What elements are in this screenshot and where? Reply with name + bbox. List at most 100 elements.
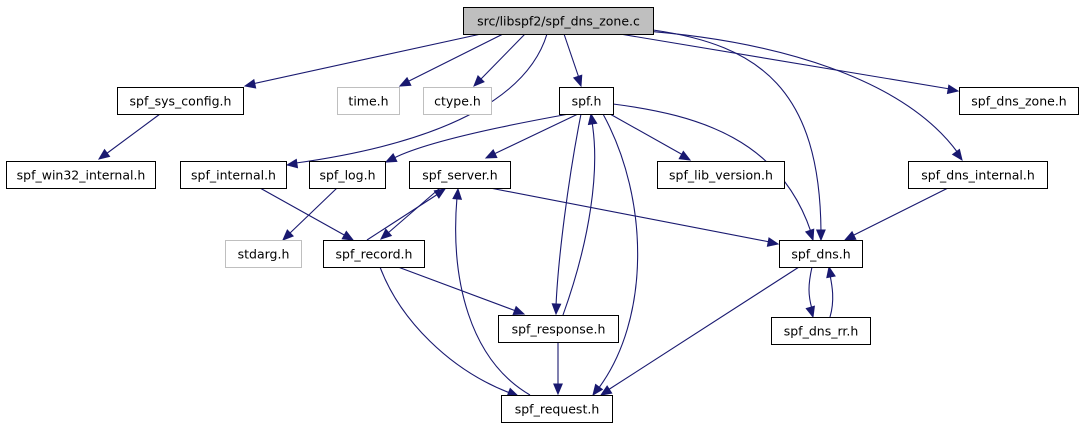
node-label: spf_server.h (422, 168, 497, 183)
node-box (323, 240, 425, 268)
edge-line (808, 266, 813, 310)
edge-dns_internal-to-dns (843, 187, 949, 241)
edge-line (609, 113, 684, 156)
edge-line (829, 274, 834, 318)
node-box (959, 87, 1079, 115)
edge-arrowhead (341, 230, 355, 241)
edge-record-to-server (366, 188, 447, 241)
edge-dns_rr-to-dns (826, 265, 836, 318)
edge-arrowhead (243, 78, 257, 89)
node-label: ctype.h (434, 94, 481, 109)
edge-arrowhead (285, 158, 299, 169)
node-response[interactable]: spf_response.h (498, 315, 619, 343)
node-dns-rr[interactable]: spf_dns_rr.h (771, 317, 871, 345)
node-dns-internal[interactable]: spf_dns_internal.h (908, 161, 1048, 189)
edge-line (652, 29, 822, 233)
edge-line (597, 113, 639, 390)
edge-arrowhead (826, 265, 836, 279)
edge-request-to-server (452, 187, 531, 396)
node-box (180, 161, 287, 189)
node-sys-config[interactable]: spf_sys_config.h (117, 87, 244, 115)
node-dns-zone-h[interactable]: spf_dns_zone.h (959, 87, 1079, 115)
edge-line (379, 266, 511, 394)
node-box (559, 87, 614, 115)
edge-arrowhead (951, 148, 963, 162)
edge-arrowhead (452, 187, 463, 200)
edge-line (619, 33, 951, 90)
node-box (337, 87, 400, 115)
edge-line (455, 196, 531, 396)
node-request[interactable]: spf_request.h (501, 395, 613, 423)
edge-arrowhead (587, 112, 598, 126)
node-box (225, 240, 302, 268)
edge-arrowhead (572, 74, 583, 88)
edge-line (493, 113, 579, 155)
node-label: time.h (348, 94, 388, 109)
edge-arrowhead (484, 149, 498, 159)
edge-line (251, 33, 482, 85)
edge-record-to-request (379, 266, 520, 397)
edge-arrowhead (553, 383, 563, 396)
node-label: spf_record.h (336, 247, 413, 262)
edge-response-to-request (553, 342, 563, 396)
node-label: spf_dns_rr.h (784, 324, 859, 339)
edge-root-to-spf (563, 33, 583, 88)
edge-line (607, 266, 800, 391)
node-label: spf.h (572, 94, 602, 109)
node-record[interactable]: spf_record.h (323, 240, 425, 268)
edge-arrowhead (946, 84, 960, 95)
node-stdarg: stdarg.h (225, 240, 302, 268)
node-label: spf_lib_version.h (669, 168, 773, 183)
node-box (501, 395, 613, 423)
node-label: spf_internal.h (191, 168, 276, 183)
node-dns[interactable]: spf_dns.h (779, 240, 863, 268)
node-label: src/libspf2/spf_dns_zone.c (477, 14, 640, 29)
node-box (463, 7, 654, 35)
node-time: time.h (337, 87, 400, 115)
edge-spf-to-log (384, 113, 570, 163)
node-box (409, 161, 511, 189)
node-server[interactable]: spf_server.h (409, 161, 511, 189)
edge-arrowhead (473, 75, 485, 87)
node-internal[interactable]: spf_internal.h (180, 161, 287, 189)
edge-line (397, 266, 517, 312)
edge-arrowhead (551, 303, 562, 316)
edge-arrowhead (433, 188, 447, 199)
edge-spf-to-lib_version (609, 113, 692, 161)
edge-root-to-time (398, 33, 504, 87)
edge-root-to-ctype (473, 33, 526, 87)
edge-server-to-dns (489, 187, 780, 247)
edge-line (851, 187, 949, 237)
node-log[interactable]: spf_log.h (309, 161, 386, 189)
node-box (657, 161, 785, 189)
node-label: spf_win32_internal.h (17, 168, 146, 183)
edge-line (393, 113, 570, 159)
node-root[interactable]: src/libspf2/spf_dns_zone.c (463, 7, 654, 35)
edge-root-to-dns (652, 29, 826, 242)
edge-arrowhead (380, 228, 393, 240)
node-spf[interactable]: spf.h (559, 87, 614, 115)
edge-arrowhead (398, 76, 412, 87)
edge-root-to-dns_zone_h (619, 33, 960, 95)
edge-line (563, 33, 580, 79)
edge-log-to-stdarg (282, 187, 338, 241)
edge-internal-to-record (259, 187, 355, 241)
edge-arrowhead (805, 305, 815, 319)
node-box (498, 315, 619, 343)
node-label: spf_sys_config.h (130, 94, 232, 109)
node-label: spf_request.h (515, 402, 600, 417)
edge-arrowhead (678, 150, 692, 161)
node-box (6, 161, 156, 189)
edge-line (562, 121, 596, 316)
edge-line (295, 33, 548, 164)
node-lib-version[interactable]: spf_lib_version.h (657, 161, 785, 189)
edge-line (387, 187, 441, 234)
edge-line (489, 187, 771, 243)
edge-record-to-response (397, 266, 526, 315)
node-box (779, 240, 863, 268)
node-box (423, 87, 492, 115)
edge-arrowhead (804, 228, 815, 242)
edge-line (555, 113, 582, 307)
edge-spf-to-response (551, 113, 582, 316)
node-win32[interactable]: spf_win32_internal.h (6, 161, 156, 189)
